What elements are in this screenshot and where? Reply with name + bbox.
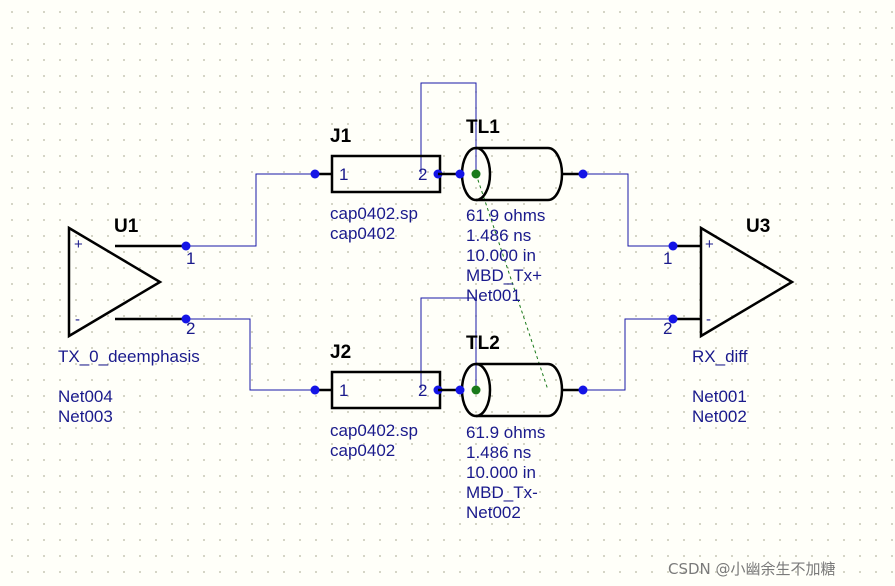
u3-minus-sign: - [706, 311, 711, 328]
tl1-ref-node[interactable] [471, 169, 481, 179]
tl1-net: MBD_Tx+ [466, 266, 542, 285]
wire-u1p-j1[interactable] [186, 173, 315, 247]
tl2-net2: Net002 [466, 503, 521, 522]
u3-pin1-label: 1 [663, 249, 672, 268]
tl2-pin2-dot[interactable] [578, 385, 588, 395]
u3-triangle [699, 225, 795, 339]
wire-tl2-u3n[interactable] [583, 318, 673, 391]
tl2-pin1-dot[interactable] [455, 385, 465, 395]
j1-pin2-label: 2 [418, 165, 427, 184]
u3-ref: U3 [746, 216, 770, 237]
tl2-transmission-line[interactable]: TL2 61.9 ohms 1.486 ns 10.000 in MBD_Tx-… [438, 333, 588, 522]
u1-pin1-dot[interactable] [181, 241, 191, 251]
j2-capacitor[interactable]: J2 1 2 cap0402.sp cap0402 [310, 342, 443, 460]
tl1-pin2-dot[interactable] [578, 169, 588, 179]
u3-net-a: Net001 [692, 387, 747, 406]
watermark: CSDN @小幽余生不加糖 [668, 560, 836, 578]
tl1-transmission-line[interactable]: TL1 61.9 ohms 1.486 ns 10.000 in MBD_Tx+… [438, 117, 588, 305]
u1-net-a: Net004 [58, 387, 113, 406]
u3-receiver[interactable]: U3 + - 1 2 RX_diff Net001 Net002 [663, 216, 795, 426]
u3-model: RX_diff [692, 347, 748, 366]
tl1-length: 10.000 in [466, 246, 536, 265]
j2-pin1-dot[interactable] [310, 385, 320, 395]
u3-net-b: Net002 [692, 407, 747, 426]
tl1-pin1-dot[interactable] [455, 169, 465, 179]
u1-pin2-dot[interactable] [181, 314, 191, 324]
j2-ref: J2 [330, 342, 351, 363]
u1-driver[interactable]: U1 + - 1 2 TX_0_deemphasis Net004 Net003 [58, 216, 200, 426]
tl2-impedance: 61.9 ohms [466, 423, 545, 442]
j2-name: cap0402 [330, 441, 395, 460]
u1-ref: U1 [114, 216, 139, 237]
u1-minus-sign: - [75, 311, 80, 328]
ratsnest-line [475, 173, 549, 391]
j1-model: cap0402.sp [330, 204, 418, 223]
tl2-length: 10.000 in [466, 463, 536, 482]
u1-net-b: Net003 [58, 407, 113, 426]
u3-plus-sign: + [705, 236, 714, 253]
wire-tl2-ref-loop[interactable] [420, 297, 477, 390]
u1-plus-sign: + [74, 236, 83, 253]
j1-pin1-label: 1 [339, 165, 348, 184]
wire-tl1-u3p[interactable] [583, 173, 673, 247]
j2-pin2-label: 2 [418, 381, 427, 400]
j2-model: cap0402.sp [330, 421, 418, 440]
j1-capacitor[interactable]: J1 1 2 cap0402.sp cap0402 [310, 126, 443, 243]
u3-pin1-dot[interactable] [668, 241, 678, 251]
u1-model: TX_0_deemphasis [58, 347, 200, 366]
j1-ref: J1 [330, 126, 352, 147]
tl2-ref-node[interactable] [471, 385, 481, 395]
tl2-net: MBD_Tx- [466, 483, 538, 502]
j1-pin1-dot[interactable] [310, 169, 320, 179]
tl2-ref: TL2 [466, 333, 500, 354]
u1-triangle [67, 225, 163, 339]
tl1-ref: TL1 [466, 117, 500, 138]
u3-pin2-dot[interactable] [668, 314, 678, 324]
wire-u1n-j2[interactable] [186, 318, 315, 391]
u3-pin2-label: 2 [663, 319, 672, 338]
tl1-net2: Net001 [466, 286, 521, 305]
j2-pin1-label: 1 [339, 381, 348, 400]
tl1-delay: 1.486 ns [466, 226, 531, 245]
tl1-impedance: 61.9 ohms [466, 206, 545, 225]
wires [186, 82, 673, 391]
j1-name: cap0402 [330, 224, 395, 243]
u1-pin2-label: 2 [186, 319, 195, 338]
u1-pin1-label: 1 [186, 249, 195, 268]
wire-tl1-ref-loop[interactable] [420, 82, 477, 174]
tl2-delay: 1.486 ns [466, 443, 531, 462]
